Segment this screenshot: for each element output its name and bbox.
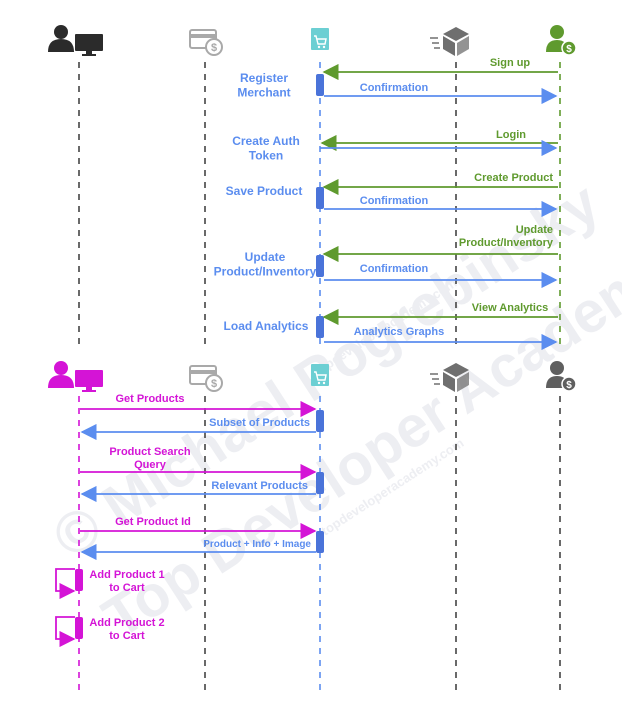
package-box-icon <box>430 27 469 56</box>
actor-inventory-bottom <box>430 363 469 392</box>
activations-bottom <box>75 410 324 639</box>
msg-subset-products: Subset of Products <box>209 417 310 429</box>
msg-login: Login <box>496 129 526 141</box>
actor-user-bottom <box>48 361 103 392</box>
actor-payment-bottom: $ <box>189 365 223 392</box>
svg-text:$: $ <box>566 380 572 391</box>
msg-view-analytics: View Analytics <box>472 302 548 314</box>
shopping-cart-icon <box>311 364 329 386</box>
msg-confirmation-2: Confirmation <box>360 195 429 207</box>
merchant-icon: $ <box>546 361 577 392</box>
arrows-bottom <box>55 400 317 648</box>
actor-merchant-top: $ <box>546 25 577 56</box>
actor-merchant-bottom: $ <box>546 361 577 392</box>
activation-bar <box>316 472 324 494</box>
svg-text:$: $ <box>566 44 572 55</box>
activation-bar <box>75 569 83 591</box>
activation-bar <box>316 255 324 277</box>
arrows-top <box>320 63 558 351</box>
msg-get-products: Get Products <box>115 393 184 405</box>
msg-analytics-graphs: Analytics Graphs <box>354 326 444 338</box>
actor-payment-top: $ <box>189 29 223 56</box>
msg-product-info: Product + Info + Image <box>203 539 311 550</box>
merchant-icon: $ <box>546 25 577 56</box>
actor-user-top <box>48 25 103 56</box>
msg-create-product: Create Product <box>474 172 553 184</box>
actor-inventory-top <box>430 27 469 56</box>
activation-bar <box>75 617 83 639</box>
actor-shop-top <box>311 28 329 50</box>
step-save-product: Save Product <box>226 184 303 198</box>
step-load-analytics: Load Analytics <box>224 319 309 333</box>
shopping-cart-icon <box>311 28 329 50</box>
msg-sign-up: Sign up <box>490 57 531 69</box>
msg-confirmation-3: Confirmation <box>360 263 429 275</box>
activation-bar <box>316 531 324 553</box>
actor-shop-bottom <box>311 364 329 386</box>
message-labels-top: Sign up Confirmation Login Create Produc… <box>354 57 554 338</box>
activation-bar <box>316 187 324 209</box>
activation-bar <box>316 410 324 432</box>
msg-relevant-products: Relevant Products <box>211 480 308 492</box>
svg-text:$: $ <box>211 42 217 54</box>
msg-get-product-id: Get Product Id <box>115 516 191 528</box>
activation-bar <box>316 74 324 96</box>
user-computer-icon <box>48 25 103 56</box>
msg-confirmation-1: Confirmation <box>360 82 429 94</box>
payment-card-icon: $ <box>189 365 223 392</box>
message-labels-bottom: Get Products Subset of Products Product … <box>89 393 311 642</box>
activation-bar <box>316 316 324 338</box>
package-box-icon <box>430 363 469 392</box>
arrow-self-add-2 <box>55 616 76 648</box>
arrow-self-add-1 <box>55 568 76 600</box>
svg-text:$: $ <box>211 378 217 390</box>
activations-top <box>316 74 324 338</box>
user-computer-icon <box>48 361 103 392</box>
payment-card-icon: $ <box>189 29 223 56</box>
